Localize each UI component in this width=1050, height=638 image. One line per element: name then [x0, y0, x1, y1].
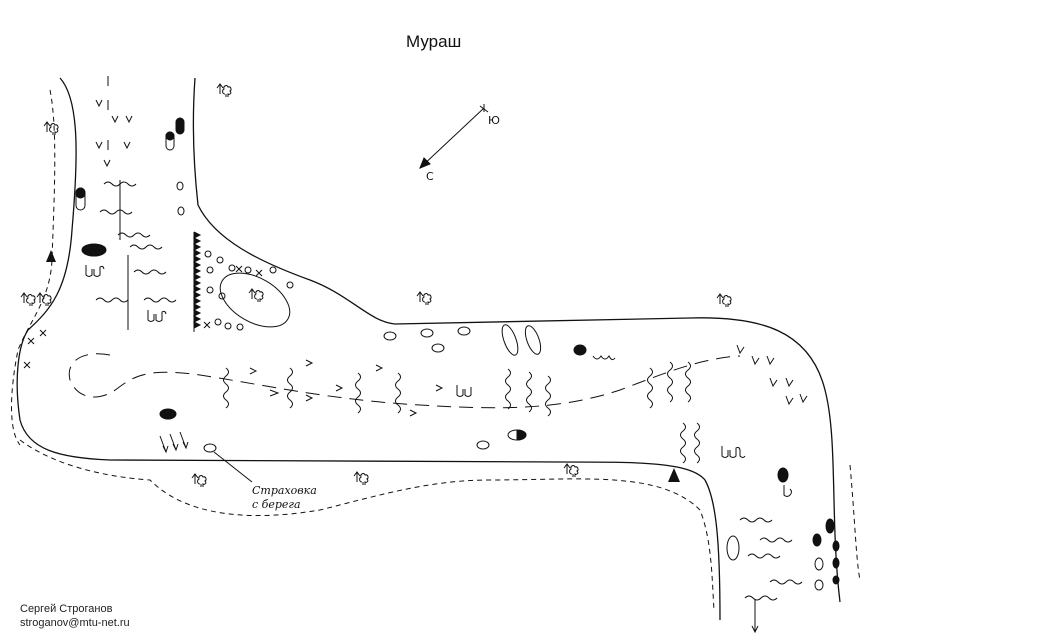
rapids: [223, 361, 700, 464]
author-credit: Сергей Строганов stroganov@mtu-net.ru: [20, 602, 130, 630]
rocks: [75, 117, 840, 585]
author-email[interactable]: stroganov@mtu-net.ru: [20, 617, 130, 629]
spruce-marks: [46, 250, 680, 482]
channel-marks: [95, 76, 808, 417]
stones: [176, 181, 824, 591]
river-banks: [16, 77, 841, 621]
island: [219, 272, 291, 328]
annotation-line1: Страховка: [252, 484, 317, 497]
route-line: [68, 353, 741, 409]
annotation-line2: с берега: [252, 498, 301, 511]
author-name: Сергей Строганов: [20, 603, 113, 615]
map-title: Мураш: [406, 32, 462, 51]
annotation-pointer: [203, 443, 253, 483]
dashed-banks: [11, 89, 861, 611]
vegetation: [23, 265, 792, 497]
flow-arrows: [159, 431, 759, 634]
cliff-marks: [192, 231, 202, 332]
compass-north-label: С: [426, 170, 434, 183]
waves-upper: [95, 181, 803, 601]
compass-south-label: Ю: [488, 114, 500, 127]
compass-arrow: [419, 104, 489, 169]
